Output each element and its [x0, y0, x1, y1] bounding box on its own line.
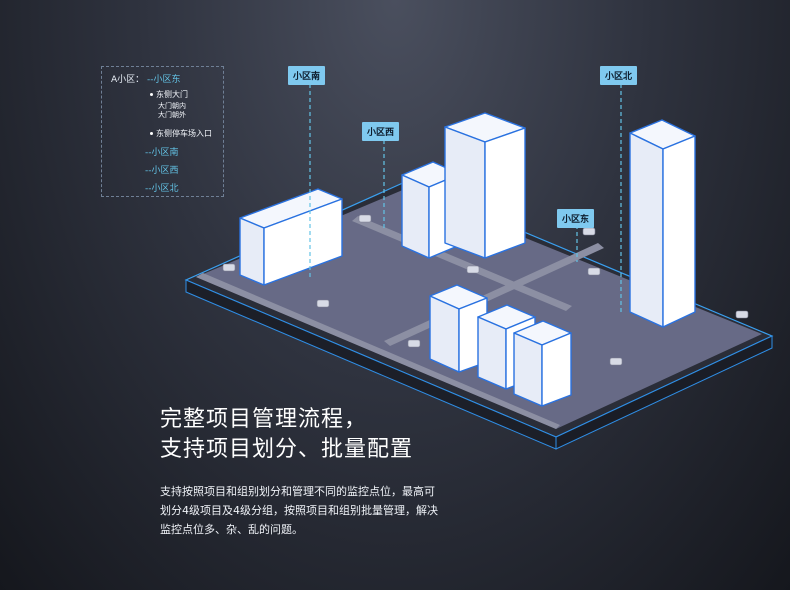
- bullet-icon: [150, 93, 153, 96]
- description-line-2: 划分4级项目及4级分组，按照项目和组别批量管理，解决: [160, 504, 438, 517]
- description: 支持按照项目和组别划分和管理不同的监控点位，最高可 划分4级项目及4级分组，按照…: [160, 482, 470, 539]
- tree-item-south[interactable]: --小区南: [145, 148, 179, 158]
- tree-item-north[interactable]: --小区北: [145, 184, 179, 194]
- camera-icons: [222, 214, 749, 366]
- headline-line-2: 支持项目划分、批量配置: [160, 437, 414, 462]
- tree-item-gate-out[interactable]: 大门朝外: [158, 111, 186, 119]
- description-line-3: 监控点位多、杂、乱的问题。: [160, 523, 303, 536]
- pointer-lines: [309, 84, 622, 312]
- description-line-1: 支持按照项目和组别划分和管理不同的监控点位，最高可: [160, 485, 435, 498]
- headline: 完整项目管理流程， 支持项目划分、批量配置: [160, 405, 413, 465]
- tree-root-label: A小区：: [111, 75, 145, 85]
- building-east-3: [513, 320, 572, 407]
- label-south: 小区南: [288, 66, 326, 85]
- tree-root[interactable]: A小区： --小区东: [111, 72, 181, 85]
- headline-line-1: 完整项目管理流程，: [160, 407, 368, 432]
- label-west: 小区西: [362, 122, 400, 141]
- tree-item-east-gate[interactable]: 东侧大门: [150, 89, 188, 100]
- tree-item-east[interactable]: --小区东: [147, 75, 181, 85]
- building-north-tower: [629, 119, 696, 328]
- bullet-icon: [150, 132, 153, 135]
- tree-item-gate-in[interactable]: 大门朝内: [158, 102, 186, 110]
- tree-item-label: 东侧停车场入口: [156, 129, 212, 138]
- tree-item-label: 东侧大门: [156, 90, 188, 99]
- label-east: 小区东: [557, 209, 595, 228]
- tree-item-west[interactable]: --小区西: [145, 166, 179, 176]
- tree-item-parking[interactable]: 东侧停车场入口: [150, 128, 212, 139]
- label-north: 小区北: [600, 66, 638, 85]
- project-tree-panel: A小区： --小区东 东侧大门 大门朝内 大门朝外 东侧停车场入口 --小区南 …: [101, 66, 224, 197]
- building-west-tall: [444, 112, 526, 259]
- building-south: [239, 188, 343, 286]
